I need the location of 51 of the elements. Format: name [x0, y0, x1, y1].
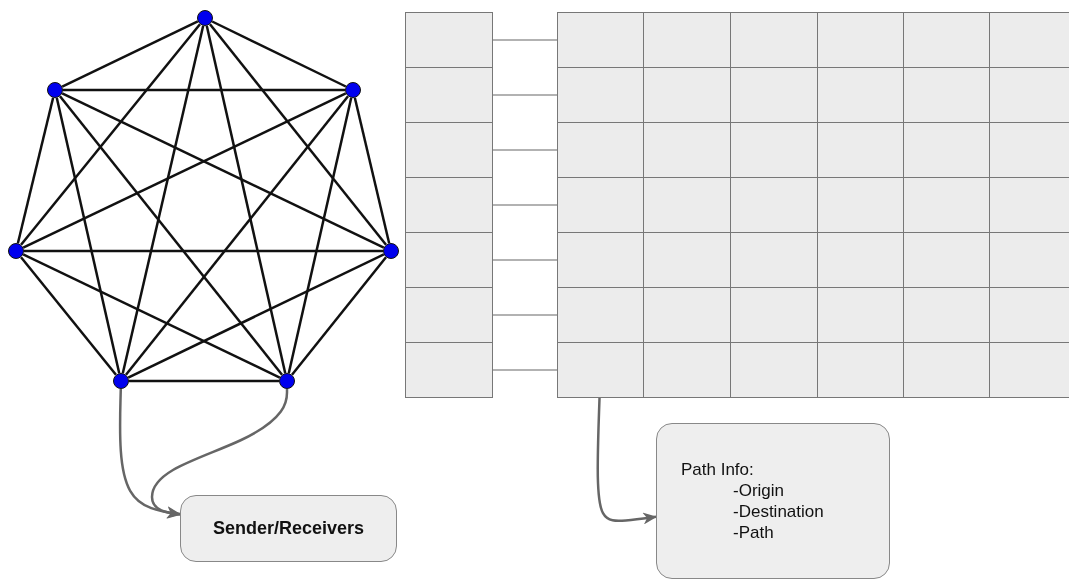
connector-line	[492, 314, 558, 316]
connector-line	[492, 259, 558, 261]
node-label: Sender/Receivers	[212, 518, 365, 539]
graph-edge	[55, 97, 121, 374]
connector-line	[492, 94, 558, 96]
graph-vertex	[279, 373, 295, 389]
graph-edge	[59, 95, 283, 376]
connector-line	[492, 39, 558, 41]
graph-edge	[205, 25, 287, 374]
graph-vertex	[383, 243, 399, 259]
graph-edge	[22, 253, 281, 379]
graph-edge	[127, 253, 385, 379]
graph-edge	[287, 97, 353, 374]
graph-vertex	[345, 82, 361, 98]
empty-box	[405, 287, 493, 343]
empty-box	[405, 342, 493, 398]
empty-box	[405, 67, 493, 123]
graph-edge	[121, 25, 205, 374]
graph-vertex	[47, 82, 63, 98]
graph-vertex	[197, 10, 213, 26]
graph-edge	[125, 95, 349, 376]
connector-line	[492, 369, 558, 371]
curved-arrow	[596, 397, 657, 525]
empty-box	[405, 122, 493, 178]
node-label: Path Info:	[681, 459, 755, 480]
empty-box	[405, 177, 493, 233]
rounded-box	[180, 495, 397, 562]
rounded-box	[656, 423, 890, 579]
node-label: -Path	[733, 522, 775, 543]
graph-edge	[209, 23, 387, 246]
node-label: -Origin	[733, 480, 785, 501]
graph-edge	[353, 97, 391, 244]
graph-edge	[211, 20, 347, 88]
graph-vertex	[8, 243, 24, 259]
node-label: -Destination	[733, 501, 825, 522]
graph-edge	[61, 92, 385, 249]
connector-line	[492, 149, 558, 151]
curved-arrow	[150, 389, 289, 519]
graph-edge	[63, 88, 345, 92]
graph-edge	[129, 379, 279, 383]
graph-edge	[291, 256, 387, 376]
graph-edge	[20, 256, 117, 376]
graph-edge	[22, 92, 347, 249]
graph-edge	[16, 97, 55, 244]
graph-edge	[20, 23, 201, 246]
graph-edge	[61, 20, 199, 88]
connector-line	[492, 204, 558, 206]
graph-vertex	[113, 373, 129, 389]
empty-box	[405, 12, 493, 68]
empty-box	[405, 232, 493, 288]
graph-edge	[24, 249, 383, 253]
